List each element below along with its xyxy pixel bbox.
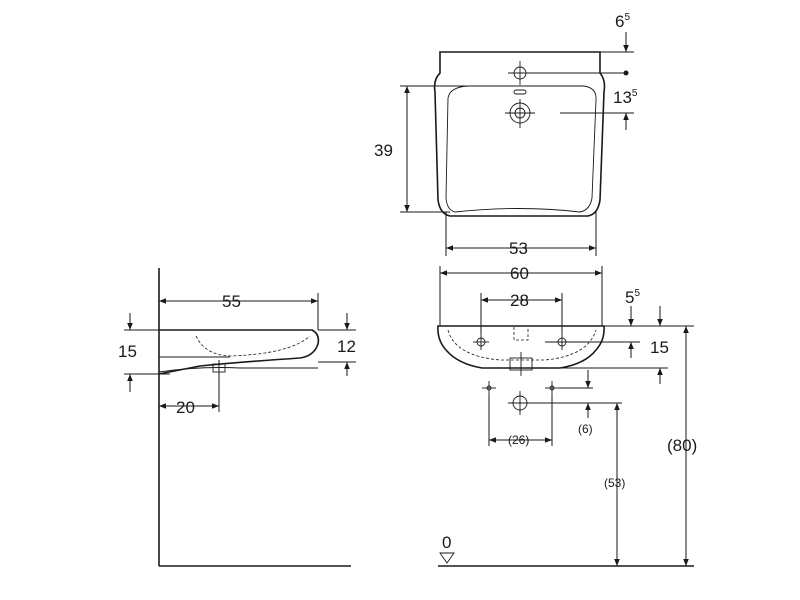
dim-15-side: 15 (118, 342, 137, 361)
dim-6: (6) (578, 422, 593, 436)
front-view (437, 266, 694, 567)
trap-fixing-left (482, 381, 496, 395)
dim-60: 60 (510, 264, 529, 283)
dim-13-5: 135 (613, 88, 638, 107)
dim-26: (26) (508, 433, 529, 447)
floor-level-label: 0 (442, 533, 451, 552)
trap-outlet (508, 391, 532, 415)
dim-53: 53 (509, 239, 528, 258)
dim-15-front: 15 (650, 338, 669, 357)
dim-80: (80) (667, 436, 697, 455)
dim-53-waste: (53) (604, 476, 625, 490)
mount-hole-left (473, 334, 489, 350)
side-view (124, 268, 356, 567)
trap-fixing-right (545, 381, 559, 395)
dim-12: 12 (337, 337, 356, 356)
dim-55: 55 (222, 292, 241, 311)
dim-5-5: 55 (625, 288, 640, 307)
dim-20: 20 (176, 398, 195, 417)
top-view (400, 32, 634, 256)
dim-39: 39 (374, 141, 393, 160)
dim-28: 28 (510, 291, 529, 310)
dim-6-5: 65 (615, 12, 630, 31)
